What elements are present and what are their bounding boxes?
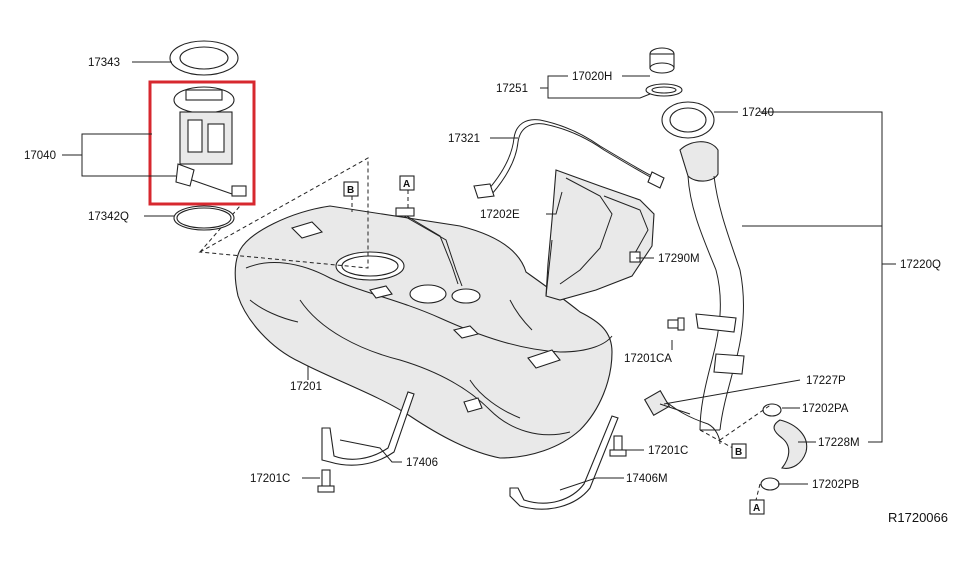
label-17240[interactable]: 17240: [742, 107, 774, 119]
tank-heat-shield[interactable]: [545, 169, 655, 301]
label-17342q[interactable]: 17342Q: [88, 211, 129, 223]
evap-tube[interactable]: [487, 119, 653, 191]
strap-bolt-left[interactable]: [317, 469, 335, 493]
label-17201[interactable]: 17201: [290, 381, 322, 393]
filler-neck-ring[interactable]: [661, 101, 715, 139]
label-17201c-left[interactable]: 17201C: [250, 473, 290, 485]
tank-strap-right[interactable]: [509, 415, 619, 510]
callout-a-top: A: [399, 175, 415, 191]
label-17040[interactable]: 17040: [24, 150, 56, 162]
filler-cap-seal[interactable]: [645, 83, 683, 97]
drain-plug-valve[interactable]: [643, 389, 691, 417]
evap-tube-end: [647, 171, 665, 189]
callout-a-bottom: A: [749, 499, 765, 515]
svg-text:A: A: [403, 179, 410, 190]
tank-strap-left[interactable]: [321, 391, 415, 466]
pump-mount-outline: [198, 157, 369, 269]
fuel-filler-hose[interactable]: [773, 419, 808, 469]
fuel-tank[interactable]: [234, 205, 613, 459]
label-17202e[interactable]: 17202E: [480, 209, 520, 221]
part-labels: 17343 17040 17342Q 17321 17202E 17290M 1…: [24, 57, 941, 491]
label-17020h[interactable]: 17020H: [572, 71, 612, 83]
svg-text:A: A: [753, 503, 760, 514]
strap-bolt-right[interactable]: [609, 435, 627, 457]
filler-neck-bracket-bolt[interactable]: [667, 317, 685, 331]
label-17227p[interactable]: 17227P: [806, 375, 846, 387]
filler-cap[interactable]: [649, 47, 675, 74]
filler-neck-tube[interactable]: [659, 141, 745, 445]
label-17202pb[interactable]: 17202PB: [812, 479, 860, 491]
label-17220q[interactable]: 17220Q: [900, 259, 941, 271]
label-17202pa[interactable]: 17202PA: [802, 403, 849, 415]
label-17201c-right[interactable]: 17201C: [648, 445, 688, 457]
fuel-pump-lock-ring[interactable]: [169, 40, 239, 76]
evap-tube-clip: [473, 183, 495, 199]
label-17201ca[interactable]: 17201CA: [624, 353, 672, 365]
svg-text:B: B: [347, 185, 354, 196]
fuel-hose-clamp-lower[interactable]: [760, 477, 780, 491]
heat-shield-clip[interactable]: [629, 251, 641, 263]
fuel-pump-module[interactable]: [173, 86, 247, 197]
fuel-hose-clamp-upper[interactable]: [762, 403, 782, 417]
label-17321[interactable]: 17321: [448, 133, 480, 145]
label-17406m[interactable]: 17406M: [626, 473, 668, 485]
diagram-reference-code: R1720066: [888, 510, 948, 525]
highlight-frame: [148, 80, 256, 206]
label-17343[interactable]: 17343: [88, 57, 120, 69]
label-17290m[interactable]: 17290M: [658, 253, 700, 265]
label-17406[interactable]: 17406: [406, 457, 438, 469]
callout-b-right: B: [731, 443, 747, 459]
callout-b-top: B: [343, 181, 359, 197]
label-17228m[interactable]: 17228M: [818, 437, 860, 449]
leader-lines: [62, 61, 896, 501]
fuel-pump-o-ring[interactable]: [173, 205, 235, 231]
svg-text:B: B: [735, 447, 742, 458]
pump-mount-outline-2: [199, 205, 241, 253]
label-17251[interactable]: 17251: [496, 83, 528, 95]
